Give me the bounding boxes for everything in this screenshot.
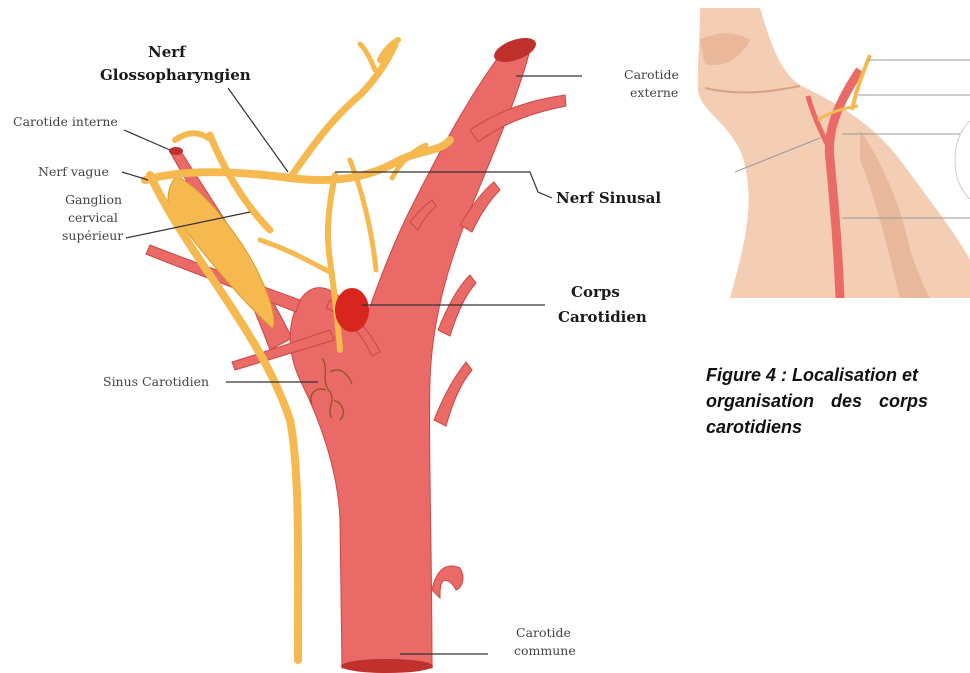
label-nerf-glosso-2: Glossopharyngien (100, 66, 251, 84)
artery-branch-4 (434, 362, 472, 426)
label-ganglion-1: Ganglion (65, 192, 122, 207)
carotid-artery-illustration (145, 33, 566, 673)
label-nerf-sinusal: Nerf Sinusal (556, 189, 661, 207)
neck-illustration (692, 8, 970, 298)
label-corps-1: Corps (571, 283, 620, 301)
common-carotid-artery (290, 50, 530, 668)
nerve-branch-top2 (360, 44, 375, 70)
label-carotide-commune-2: commune (514, 643, 576, 658)
internal-carotid-opening (169, 147, 183, 155)
label-ganglion-2: cervical (68, 210, 118, 225)
artery-branch-5 (432, 566, 463, 598)
label-nerf-vague: Nerf vague (38, 164, 109, 179)
label-carotide-interne: Carotide interne (13, 114, 118, 129)
caption-line-3: carotidiens (706, 414, 970, 440)
glossopharyngeal-upper (290, 45, 395, 178)
cervical-ganglion (168, 176, 274, 328)
label-corps-2: Carotidien (558, 308, 647, 326)
carotid-body (335, 288, 369, 332)
label-nerf-glosso-1: Nerf (148, 43, 187, 61)
nerve-ganglion-branch (260, 240, 330, 272)
label-carotide-externe-2: externe (630, 85, 678, 100)
figure-caption: Figure 4 : Localisation et organisation … (706, 362, 970, 440)
caption-line-2: organisation des corps (706, 388, 970, 414)
leader-nerf-vague (122, 172, 148, 180)
common-carotid-opening (341, 659, 433, 673)
label-carotide-commune-1: Carotide (516, 625, 571, 640)
label-ganglion-3: supérieur (62, 228, 123, 243)
label-carotide-externe-1: Carotide (624, 67, 679, 82)
label-sinus-carotidien: Sinus Carotidien (103, 374, 209, 389)
caption-line-1: Figure 4 : Localisation et (706, 362, 970, 388)
leader-nerf-glosso (228, 88, 288, 172)
leader-carotide-interne (124, 130, 170, 150)
nerve-branch-upper-left (175, 133, 212, 140)
